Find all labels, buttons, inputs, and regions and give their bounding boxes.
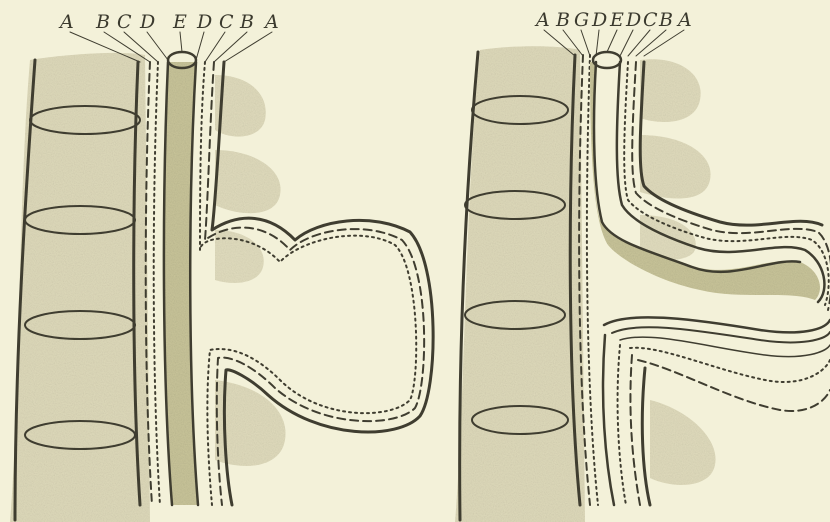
- left-label-5: D: [196, 11, 212, 33]
- left-label-7: B: [239, 11, 254, 33]
- left-label-3: D: [139, 11, 155, 33]
- right-label-4: E: [609, 9, 624, 31]
- right-label-2: G: [574, 9, 589, 31]
- right-label-8: A: [676, 9, 692, 31]
- right-label-0: A: [534, 9, 550, 31]
- left-label-4: E: [172, 11, 187, 33]
- right-label-5: D: [625, 9, 641, 31]
- left-label-1: B: [95, 11, 110, 33]
- right-label-1: B: [555, 9, 570, 31]
- left-label-8: A: [263, 11, 279, 33]
- right-label-3: D: [591, 9, 607, 31]
- left-label-6: C: [219, 11, 234, 33]
- left-panel: A B C D E D C B A: [10, 11, 433, 522]
- right-panel: A B G D E D C B A: [455, 9, 830, 522]
- right-label-7: B: [658, 9, 673, 31]
- left-label-2: C: [117, 11, 132, 33]
- left-label-0: A: [58, 11, 74, 33]
- right-label-6: C: [643, 9, 658, 31]
